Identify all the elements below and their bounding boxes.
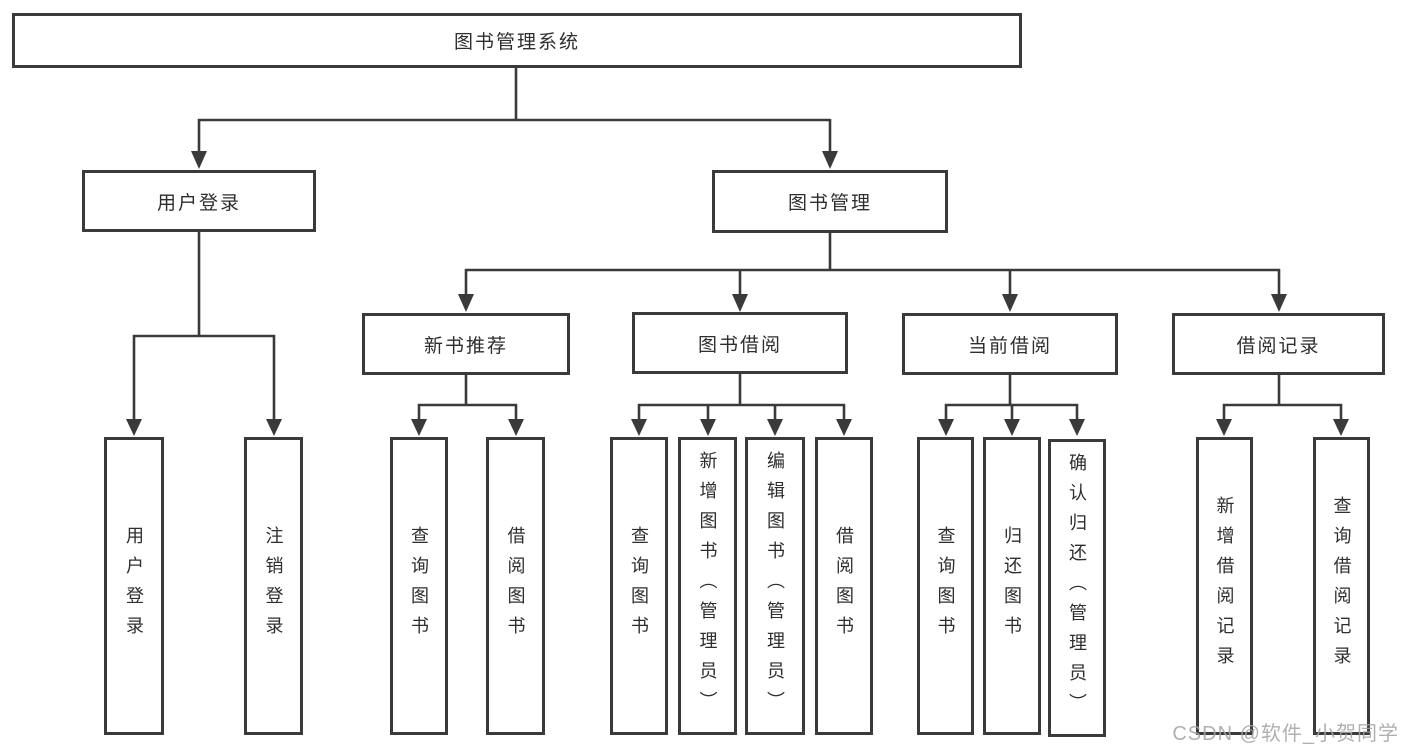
leaf-borrow-books-recommend: 借阅图书	[486, 437, 545, 735]
leaf-add-borrow-record: 新增借阅记录	[1196, 437, 1253, 735]
leaf-return-books-label: 归还图书	[1002, 526, 1022, 646]
node-borrowing-records: 借阅记录	[1172, 313, 1385, 375]
leaf-query-borrow-record-label: 查询借阅记录	[1331, 496, 1352, 676]
leaf-query-books-borrowing: 查询图书	[610, 437, 668, 735]
leaf-add-books-admin-label: 新增图书（管理员）	[697, 451, 718, 721]
leaf-borrow-books-label: 借阅图书	[834, 526, 854, 646]
leaf-add-borrow-record-label: 新增借阅记录	[1214, 496, 1235, 676]
node-book-management: 图书管理	[712, 170, 948, 233]
leaf-query-books-recommend-label: 查询图书	[409, 526, 429, 646]
node-user-login-label: 用户登录	[156, 192, 241, 214]
leaf-query-borrow-record: 查询借阅记录	[1313, 437, 1370, 735]
leaf-edit-books-admin-label: 编辑图书（管理员）	[765, 451, 785, 721]
node-root: 图书管理系统	[12, 13, 1022, 68]
node-current-borrowing: 当前借阅	[902, 313, 1118, 375]
leaf-query-books-current-label: 查询图书	[935, 526, 956, 646]
leaf-logout: 注销登录	[244, 437, 303, 735]
leaf-borrow-books-recommend-label: 借阅图书	[505, 526, 526, 646]
leaf-add-books-admin: 新增图书（管理员）	[678, 437, 737, 735]
leaf-borrow-books: 借阅图书	[815, 437, 873, 735]
node-current-borrowing-label: 当前借阅	[967, 335, 1052, 357]
node-new-book-recommend-label: 新书推荐	[423, 335, 508, 357]
leaf-user-login-label: 用户登录	[124, 526, 144, 646]
leaf-edit-books-admin: 编辑图书（管理员）	[745, 437, 805, 735]
node-borrowing-records-label: 借阅记录	[1236, 335, 1321, 357]
node-book-borrowing-label: 图书借阅	[697, 334, 782, 356]
leaf-return-books: 归还图书	[983, 437, 1041, 735]
leaf-query-books-current: 查询图书	[917, 437, 974, 735]
csdn-watermark: CSDN @软件_小贺同学	[1172, 723, 1399, 745]
node-root-label: 图书管理系统	[453, 32, 580, 53]
node-user-login: 用户登录	[82, 170, 316, 232]
node-book-management-label: 图书管理	[787, 193, 872, 214]
leaf-user-login: 用户登录	[104, 437, 164, 735]
leaf-confirm-return-admin-label: 确认归还（管理员）	[1067, 453, 1087, 723]
leaf-logout-label: 注销登录	[263, 526, 284, 646]
leaf-query-books-recommend: 查询图书	[390, 437, 448, 735]
node-book-borrowing: 图书借阅	[632, 312, 848, 374]
node-new-book-recommend: 新书推荐	[362, 313, 570, 375]
leaf-confirm-return-admin: 确认归还（管理员）	[1048, 439, 1106, 737]
leaf-query-books-borrowing-label: 查询图书	[629, 526, 649, 646]
